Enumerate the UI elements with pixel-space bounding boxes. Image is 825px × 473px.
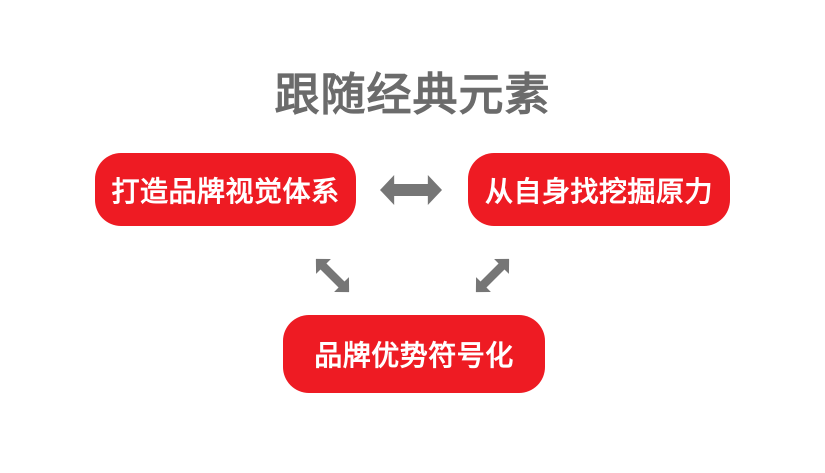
double-arrow-diagonal-right-icon bbox=[468, 251, 516, 299]
node-label: 从自身找挖掘原力 bbox=[484, 175, 713, 207]
slide-title: 跟随经典元素 bbox=[274, 69, 551, 120]
double-arrow-horizontal-icon bbox=[380, 175, 442, 205]
double-arrow-diagonal-left-icon bbox=[308, 251, 356, 299]
node-mine-original-force-from-self: 从自身找挖掘原力 bbox=[468, 153, 730, 226]
node-build-brand-visual-system: 打造品牌视觉体系 bbox=[95, 153, 356, 226]
node-label: 品牌优势符号化 bbox=[314, 340, 514, 371]
node-symbolize-brand-advantage: 品牌优势符号化 bbox=[283, 315, 545, 393]
node-label: 打造品牌视觉体系 bbox=[111, 175, 340, 207]
